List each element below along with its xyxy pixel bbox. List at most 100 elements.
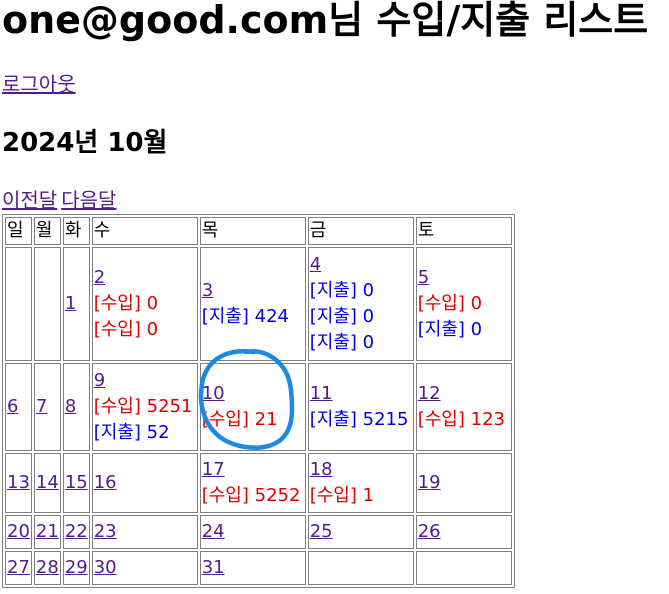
day-cell: 27 <box>5 551 32 585</box>
empty-day-cell <box>307 551 414 585</box>
day-link[interactable]: 29 <box>64 557 88 578</box>
day-link[interactable]: 2 <box>93 267 106 288</box>
day-link[interactable]: 7 <box>35 396 48 417</box>
day-cell: 7 <box>33 363 61 451</box>
weekday-thu: 목 <box>199 217 306 245</box>
weekday-sat: 토 <box>415 217 512 245</box>
income-entry: [수입] 1 <box>310 483 412 509</box>
day-link[interactable]: 18 <box>309 459 333 480</box>
day-cell: 3 [지출] 424 <box>199 247 306 361</box>
day-link[interactable]: 19 <box>417 472 441 493</box>
income-entry: [수입] 21 <box>202 407 304 433</box>
day-link[interactable]: 28 <box>35 557 59 578</box>
entry-type-label: [지출] <box>309 280 357 301</box>
day-link[interactable]: 26 <box>417 521 441 542</box>
entry-amount: 0 <box>362 332 375 353</box>
entry-amount: 424 <box>254 306 289 327</box>
day-link[interactable]: 31 <box>201 557 225 578</box>
logout-link[interactable]: 로그아웃 <box>2 72 76 96</box>
day-link[interactable]: 27 <box>7 557 30 578</box>
weekday-fri: 금 <box>307 217 414 245</box>
day-cell: 21 <box>33 515 61 549</box>
day-link[interactable]: 23 <box>93 521 117 542</box>
day-cell: 18 [수입] 1 <box>307 453 414 513</box>
day-cell: 20 <box>5 515 32 549</box>
day-link[interactable]: 6 <box>7 396 19 417</box>
day-link[interactable]: 14 <box>35 472 59 493</box>
entry-amount: 0 <box>146 319 159 340</box>
day-cell: 8 <box>62 363 90 451</box>
expense-entry: [지출] 0 <box>310 304 412 330</box>
weekday-mon: 월 <box>33 217 61 245</box>
day-cell: 31 <box>199 551 306 585</box>
entry-type-label: [수입] <box>93 319 141 340</box>
entry-amount: 21 <box>254 409 278 430</box>
day-link[interactable]: 11 <box>309 383 333 404</box>
day-cell: 25 <box>307 515 414 549</box>
weekday-tue: 화 <box>62 217 90 245</box>
empty-day-cell <box>5 247 32 361</box>
day-link[interactable]: 8 <box>64 396 77 417</box>
entry-type-label: [수입] <box>93 396 141 417</box>
day-link[interactable]: 30 <box>93 557 117 578</box>
day-cell: 23 <box>91 515 198 549</box>
day-link[interactable]: 3 <box>201 280 214 301</box>
expense-entry: [지출] 424 <box>202 304 304 330</box>
day-cell: 9[수입] 5251[지출] 52 <box>91 363 198 451</box>
day-link[interactable]: 5 <box>417 267 430 288</box>
entry-type-label: [수입] <box>417 293 465 314</box>
entry-type-label: [지출] <box>309 409 357 430</box>
entry-amount: 5251 <box>146 396 193 417</box>
entry-type-label: [지출] <box>93 422 141 443</box>
day-cell: 11 [지출] 5215 <box>307 363 414 451</box>
next-month-link[interactable]: 다음달 <box>61 188 117 212</box>
day-cell: 6 <box>5 363 32 451</box>
day-link[interactable]: 13 <box>7 472 30 493</box>
income-entry: [수입] 0 <box>418 291 510 317</box>
day-cell: 16 <box>91 453 198 513</box>
weekday-wed: 수 <box>91 217 198 245</box>
day-link[interactable]: 17 <box>201 459 225 480</box>
day-link[interactable]: 4 <box>309 254 322 275</box>
expense-entry: [지출] 5215 <box>310 407 412 433</box>
entry-type-label: [수입] <box>201 409 249 430</box>
entry-type-label: [지출] <box>309 306 357 327</box>
day-cell: 19 <box>415 453 512 513</box>
day-link[interactable]: 24 <box>201 521 225 542</box>
income-entry: [수입] 5251 <box>94 394 196 420</box>
entry-type-label: [수입] <box>417 409 465 430</box>
entry-amount: 1 <box>362 485 375 506</box>
income-entry: [수입] 5252 <box>202 483 304 509</box>
day-cell: 24 <box>199 515 306 549</box>
day-cell: 26 <box>415 515 512 549</box>
day-cell: 4[지출] 0[지출] 0[지출] 0 <box>307 247 414 361</box>
day-link[interactable]: 25 <box>309 521 333 542</box>
day-link[interactable]: 9 <box>93 370 106 391</box>
day-link[interactable]: 1 <box>64 293 77 314</box>
prev-month-link[interactable]: 이전달 <box>2 188 58 212</box>
day-cell: 17 [수입] 5252 <box>199 453 306 513</box>
day-link[interactable]: 21 <box>35 521 59 542</box>
day-link[interactable]: 16 <box>93 472 117 493</box>
weekday-header-row: 일 월 화 수 목 금 토 <box>5 217 512 245</box>
day-cell: 22 <box>62 515 90 549</box>
income-entry: [수입] 123 <box>418 407 510 433</box>
day-cell: 14 <box>33 453 61 513</box>
day-link[interactable]: 12 <box>417 383 441 404</box>
entry-type-label: [지출] <box>201 306 249 327</box>
day-link[interactable]: 22 <box>64 521 88 542</box>
day-link[interactable]: 20 <box>7 521 30 542</box>
day-cell: 2[수입] 0[수입] 0 <box>91 247 198 361</box>
entry-amount: 0 <box>470 293 483 314</box>
entry-type-label: [수입] <box>93 293 141 314</box>
day-link[interactable]: 15 <box>64 472 88 493</box>
hand-drawn-circle-annotation <box>198 349 295 450</box>
day-link[interactable]: 10 <box>201 383 225 404</box>
empty-day-cell <box>33 247 61 361</box>
